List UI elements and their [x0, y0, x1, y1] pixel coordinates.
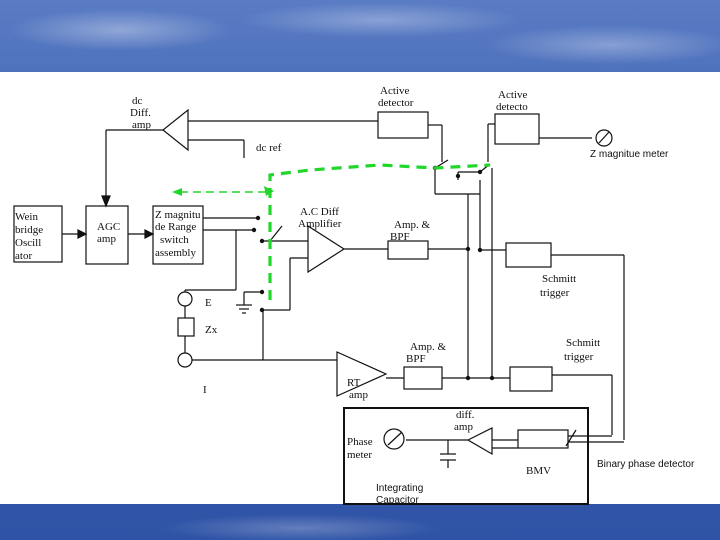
rt-amp-label-2: amp: [349, 389, 368, 401]
binary-phase-detector-label: Binary phase detector: [597, 459, 695, 470]
diff-amp-2-label-1: diff.: [456, 409, 475, 421]
active-detector-2-label-1: Active: [498, 89, 527, 101]
ganged-switch-linkage: [268, 163, 491, 300]
dc-diff-amp-label-2: Diff.: [130, 107, 151, 119]
agc-amp-label-1: AGC: [97, 221, 120, 233]
wein-bridge-label-1: Wein: [15, 211, 38, 223]
amp-bpf-1-box: [387, 240, 429, 260]
source-e-label: E: [205, 297, 212, 309]
wein-bridge-label-4: ator: [15, 250, 32, 262]
phase-meter-label-2: meter: [347, 449, 372, 461]
schmitt-1-label-1: Schmitt: [542, 273, 576, 285]
active-detector-1-label-1: Active: [380, 85, 409, 97]
dc-diff-amp-label-3: amp: [132, 119, 151, 131]
diagram-panel: [0, 72, 720, 504]
amp-bpf-2-box: [403, 366, 443, 390]
dc-diff-amp-label-1: dc: [132, 95, 143, 107]
schmitt-2-label-1: Schmitt: [566, 337, 600, 349]
binary-phase-detector-box: [343, 407, 589, 505]
ac-diff-amp-label-2: Amplifier: [298, 218, 342, 230]
schmitt-2-box: [509, 366, 553, 392]
phase-meter-symbol: [383, 428, 405, 450]
z-switch-label-4: assembly: [155, 247, 196, 259]
agc-amp-label-2: amp: [97, 233, 116, 245]
ground-i-label: I: [203, 384, 207, 396]
amp-bpf-1-label-2: BPF: [390, 231, 410, 243]
amp-bpf-1-label-1: Amp. &: [394, 219, 431, 231]
active-detector-2-box: [494, 113, 540, 145]
zx-label: Zx: [205, 324, 218, 336]
diff-amp-2-label-2: amp: [454, 421, 473, 433]
z-switch-label-2: de Range: [155, 221, 196, 233]
schmitt-1-label-2: trigger: [540, 287, 570, 299]
wein-bridge-label-2: bridge: [15, 224, 43, 236]
rt-amp-label-1: RT: [347, 377, 361, 389]
z-switch-box: [152, 205, 204, 265]
active-detector-1-label-2: detector: [378, 97, 414, 109]
schmitt-2-label-2: trigger: [564, 351, 594, 363]
bmv-label: BMV: [526, 465, 551, 477]
integrating-capacitor-label-1: Integrating: [376, 483, 423, 494]
dc-diff-amp-symbol: [162, 108, 189, 152]
dc-ref-label: dc ref: [256, 142, 282, 154]
rt-amp-symbol: [336, 351, 388, 397]
z-meter-label: Z magnitue meter: [590, 149, 669, 160]
integrating-capacitor-label-2: Capacitor: [376, 495, 419, 506]
source-e-symbol: [177, 291, 193, 307]
active-detector-2-label-2: detecto: [496, 101, 528, 113]
zx-impedance-box: [177, 317, 195, 337]
bmv-box: [517, 429, 569, 449]
active-detector-1-box: [377, 111, 429, 139]
z-switch-label-1: Z magnitu: [155, 209, 201, 221]
z-meter-symbol: [595, 129, 613, 147]
ac-diff-amp-label-1: A.C Diff: [300, 206, 339, 218]
wein-bridge-label-3: Oscill: [15, 237, 41, 249]
amp-bpf-2-label-1: Amp. &: [410, 341, 447, 353]
z-switch-label-3: switch: [160, 234, 189, 246]
schmitt-1-box: [505, 242, 552, 268]
amp-bpf-2-label-2: BPF: [406, 353, 426, 365]
diff-amp-2-symbol: [466, 427, 493, 456]
phase-meter-label-1: Phase: [347, 436, 373, 448]
agc-amp-box: [85, 205, 129, 265]
ac-diff-amp-symbol: [307, 224, 346, 274]
terminal-symbol: [177, 352, 193, 368]
